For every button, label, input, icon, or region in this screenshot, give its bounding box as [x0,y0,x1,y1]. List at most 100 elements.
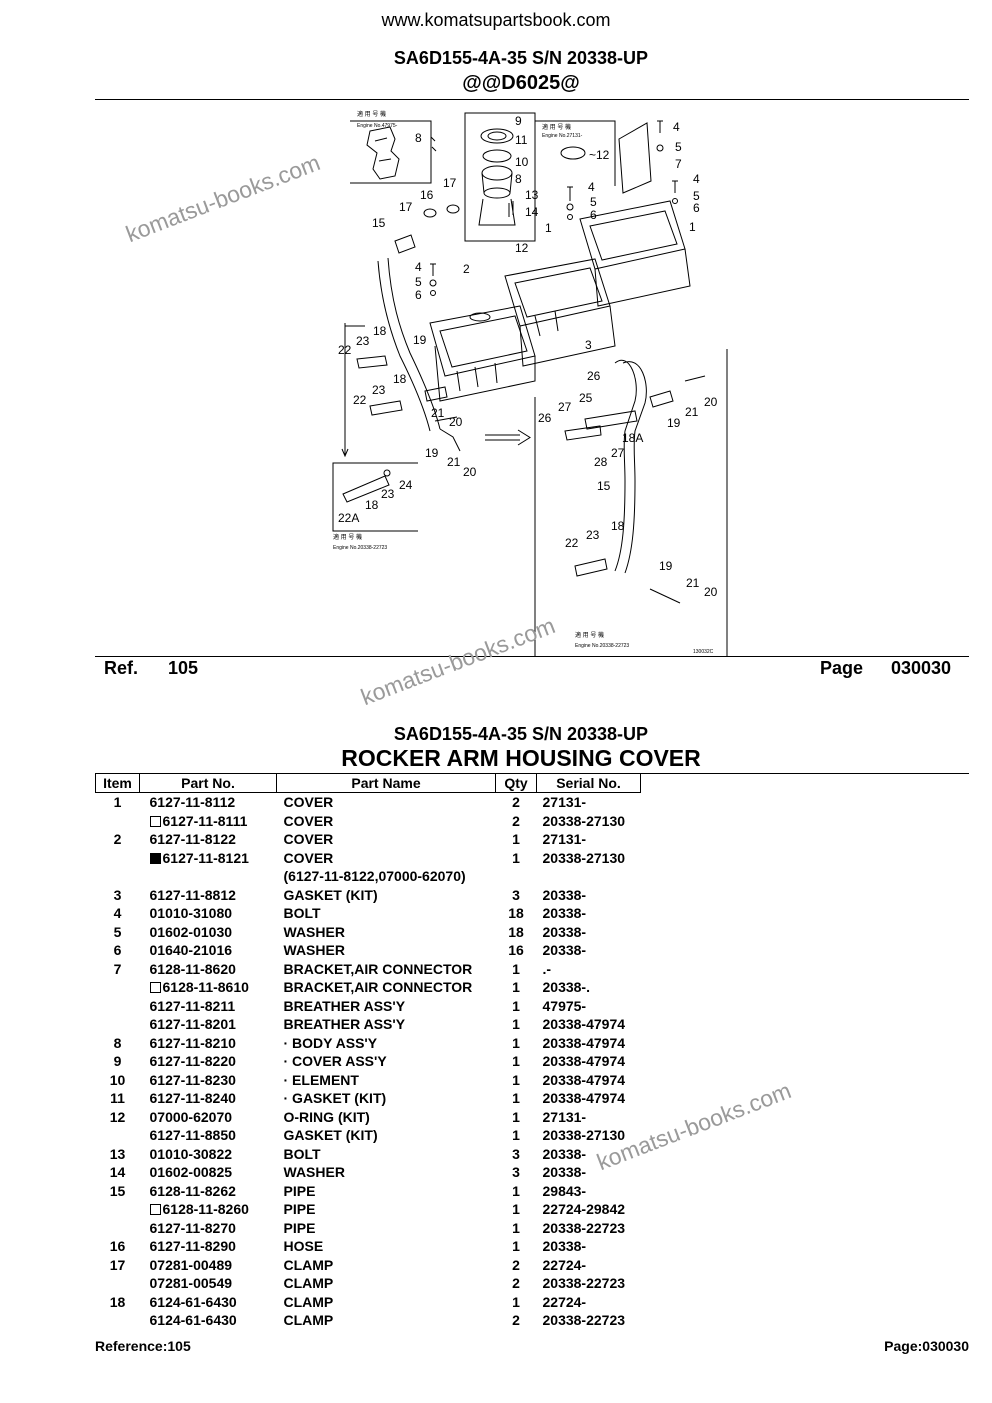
header-item: Item [95,774,140,793]
cell-part-no-text: 6127-11-8240 [149,1090,236,1107]
cell-serial-text: 20338- [542,923,587,940]
cell-serial: 20338-47974 [537,1071,641,1090]
cell-part-no-text: 6127-11-8210 [149,1034,236,1051]
inset-breather-exploded [464,112,536,242]
cell-part-no-text: 6127-11-8112 [149,794,236,811]
svg-text:8: 8 [415,131,422,145]
cell-serial-text: 27131- [542,831,587,848]
cell-qty: 18 [496,923,537,942]
cell-item-text: 4 [113,905,122,922]
pipe-main [377,204,461,452]
svg-text:18A: 18A [622,431,643,445]
cell-serial-text: 47975- [542,997,587,1014]
svg-text:7: 7 [675,157,682,171]
cell-serial-text: 27131- [542,794,587,811]
header-part-name: Part Name [276,774,496,793]
cell-part-name: GASKET (KIT) [277,886,496,905]
cell-qty: 1 [496,830,537,849]
cell-item: 14 [96,1163,140,1182]
cell-part-name: · GASKET (KIT) [277,1089,496,1108]
cell-item: 13 [96,1145,140,1164]
cell-item-text: 11 [110,1090,125,1107]
cell-part-name: CLAMP [277,1311,496,1330]
svg-text:26: 26 [538,411,552,425]
section-title: ROCKER ARM HOUSING COVER [341,745,701,771]
cell-item: 5 [96,923,140,942]
svg-text:17: 17 [443,176,457,190]
bolt-stack-right [656,120,678,204]
svg-text:4: 4 [588,180,595,194]
cell-serial: 20338- [537,1145,641,1164]
cell-qty-text: 1 [512,1053,520,1070]
cell-part-no-text: 6127-11-8812 [149,886,236,903]
svg-text:6: 6 [693,201,700,215]
svg-text:25: 25 [579,391,593,405]
cell-serial: 20338-27130 [537,849,641,868]
cell-part-no-text: 6127-11-8230 [149,1071,236,1088]
cell-qty-text: 1 [512,1108,520,1125]
section-model: SA6D155-4A-35 S/N 20338-UP [393,724,649,744]
page-value: 030030 [891,658,952,678]
cell-serial-text: 20338-47974 [542,1034,626,1051]
cell-part-no: 6128-11-8610 [140,978,277,997]
cell-qty-text: 1 [512,1293,520,1310]
svg-text:18: 18 [373,324,387,338]
cell-qty-text: 18 [508,923,524,940]
cell-part-no: 07281-00549 [140,1274,277,1293]
header-qty: Qty [495,774,537,793]
cell-part-no-text: 01010-30822 [149,1145,233,1162]
cell-qty-text: 1 [512,1090,520,1107]
svg-text:28: 28 [594,455,608,469]
svg-text:4: 4 [415,260,422,274]
svg-text:適 用 号 機: 適 用 号 機 [575,631,604,639]
svg-text:適 用 号 機: 適 用 号 機 [542,123,571,131]
cell-qty: 3 [496,886,537,905]
cell-part-no: 6127-11-8201 [140,1015,277,1034]
svg-text:5: 5 [675,140,682,154]
cell-qty: 2 [496,1274,537,1293]
diagram-bottom-rule [95,656,969,657]
cell-qty-text: 1 [512,1127,520,1144]
cell-part-name: CLAMP [277,1274,496,1293]
cell-qty: 1 [496,978,537,997]
cell-item-text: 16 [109,1238,126,1255]
model-heading: SA6D155-4A-35 S/N 20338-UP [393,48,649,68]
filled-square-icon [149,852,161,864]
cell-part-name-text: · ELEMENT [283,1071,359,1088]
svg-text:5: 5 [415,275,422,289]
cell-part-name: GASKET (KIT) [277,1126,496,1145]
cell-part-name: (6127-11-8122,07000-62070) [277,867,496,886]
cell-serial-text: 20338- [542,905,587,922]
cell-item: 11 [96,1089,140,1108]
cell-item: 7 [96,960,140,979]
cell-serial: 29843- [537,1182,641,1201]
cell-part-name-text: COVER [283,812,334,829]
cell-serial-text: 20338- [542,1238,587,1255]
svg-text:23: 23 [356,334,370,348]
site-url[interactable]: www.komatsupartsbook.com [381,10,611,30]
cell-qty-text: 3 [512,1145,520,1162]
cell-part-no-text: 6128-11-8620 [149,960,236,977]
cell-part-name-text: CLAMP [283,1293,334,1310]
header-rule [95,99,969,100]
cell-serial [537,867,641,886]
cell-part-no-text: 6127-11-8111 [162,812,248,829]
cell-serial: 20338- [537,1163,641,1182]
header-serial: Serial No. [536,774,641,793]
cell-item: 10 [96,1071,140,1090]
svg-text:22: 22 [565,536,579,550]
svg-text:適 用 号 機: 適 用 号 機 [357,110,386,118]
cell-part-name-text: PIPE [283,1201,316,1218]
cell-part-name: CLAMP [277,1256,496,1275]
cell-part-name: BRACKET,AIR CONNECTOR [277,960,496,979]
svg-text:23: 23 [586,528,600,542]
cell-item: 16 [96,1237,140,1256]
cell-qty: 1 [496,1071,537,1090]
